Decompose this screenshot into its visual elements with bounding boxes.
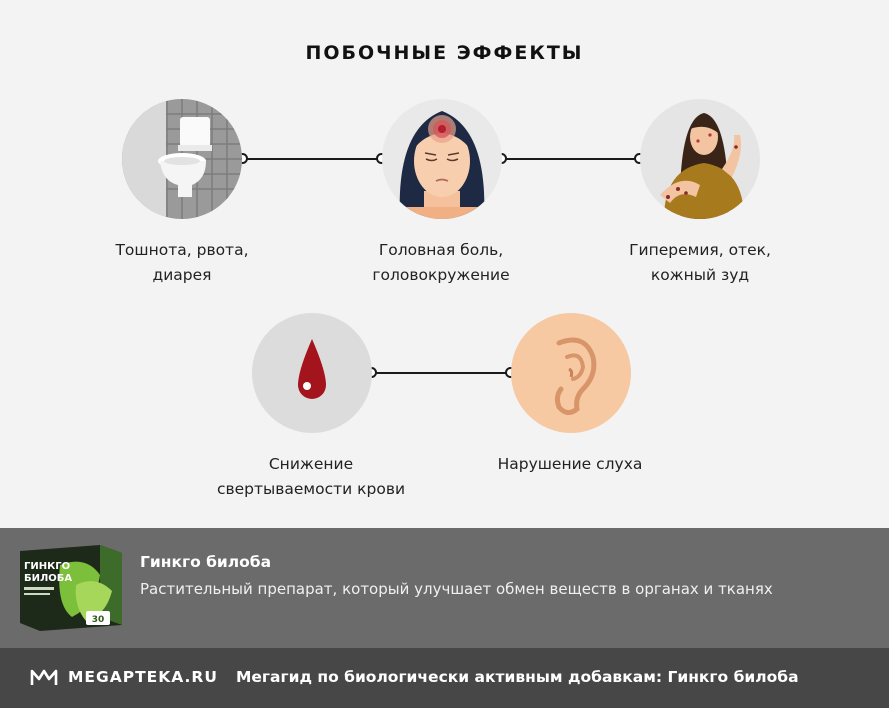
megapteka-logo-icon[interactable] <box>30 665 58 689</box>
toilet-icon <box>122 99 242 219</box>
effect-label-blood: Снижение свертываемости крови <box>216 455 406 498</box>
itching-skin-icon <box>640 99 760 219</box>
headache-icon <box>382 99 502 219</box>
connector-line <box>372 372 510 374</box>
footer-bar <box>0 648 889 708</box>
product-box-image: 30 ГИНКГО БИЛОБА <box>16 545 124 631</box>
product-name: Гинкго билоба <box>140 553 272 571</box>
page-title: ПОБОЧНЫЕ ЭФФЕКТЫ <box>305 42 584 64</box>
effect-label-hyperemia: Гиперемия, отек, кожный зуд <box>629 241 771 284</box>
effect-label-nausea: Тошнота, рвота, диарея <box>115 241 249 284</box>
connector-line <box>243 158 381 160</box>
effect-label-headache: Головная боль, головокружение <box>372 241 510 284</box>
effect-label-hearing: Нарушение слуха <box>497 455 643 473</box>
product-description: Растительный препарат, который улучшает … <box>140 580 773 598</box>
megapteka-logo-text[interactable]: MEGAPTEKA.RU <box>68 668 218 686</box>
blood-drop-icon <box>252 313 372 433</box>
product-box-line1: ГИНКГО <box>24 561 70 572</box>
product-box-count: 30 <box>92 615 105 625</box>
product-box-line2: БИЛОБА <box>24 573 72 584</box>
connector-line <box>502 158 640 160</box>
product-info-bar <box>0 528 889 648</box>
ear-icon <box>511 313 631 433</box>
footer-guide-link[interactable]: Мегагид по биологически активным добавка… <box>236 668 799 686</box>
